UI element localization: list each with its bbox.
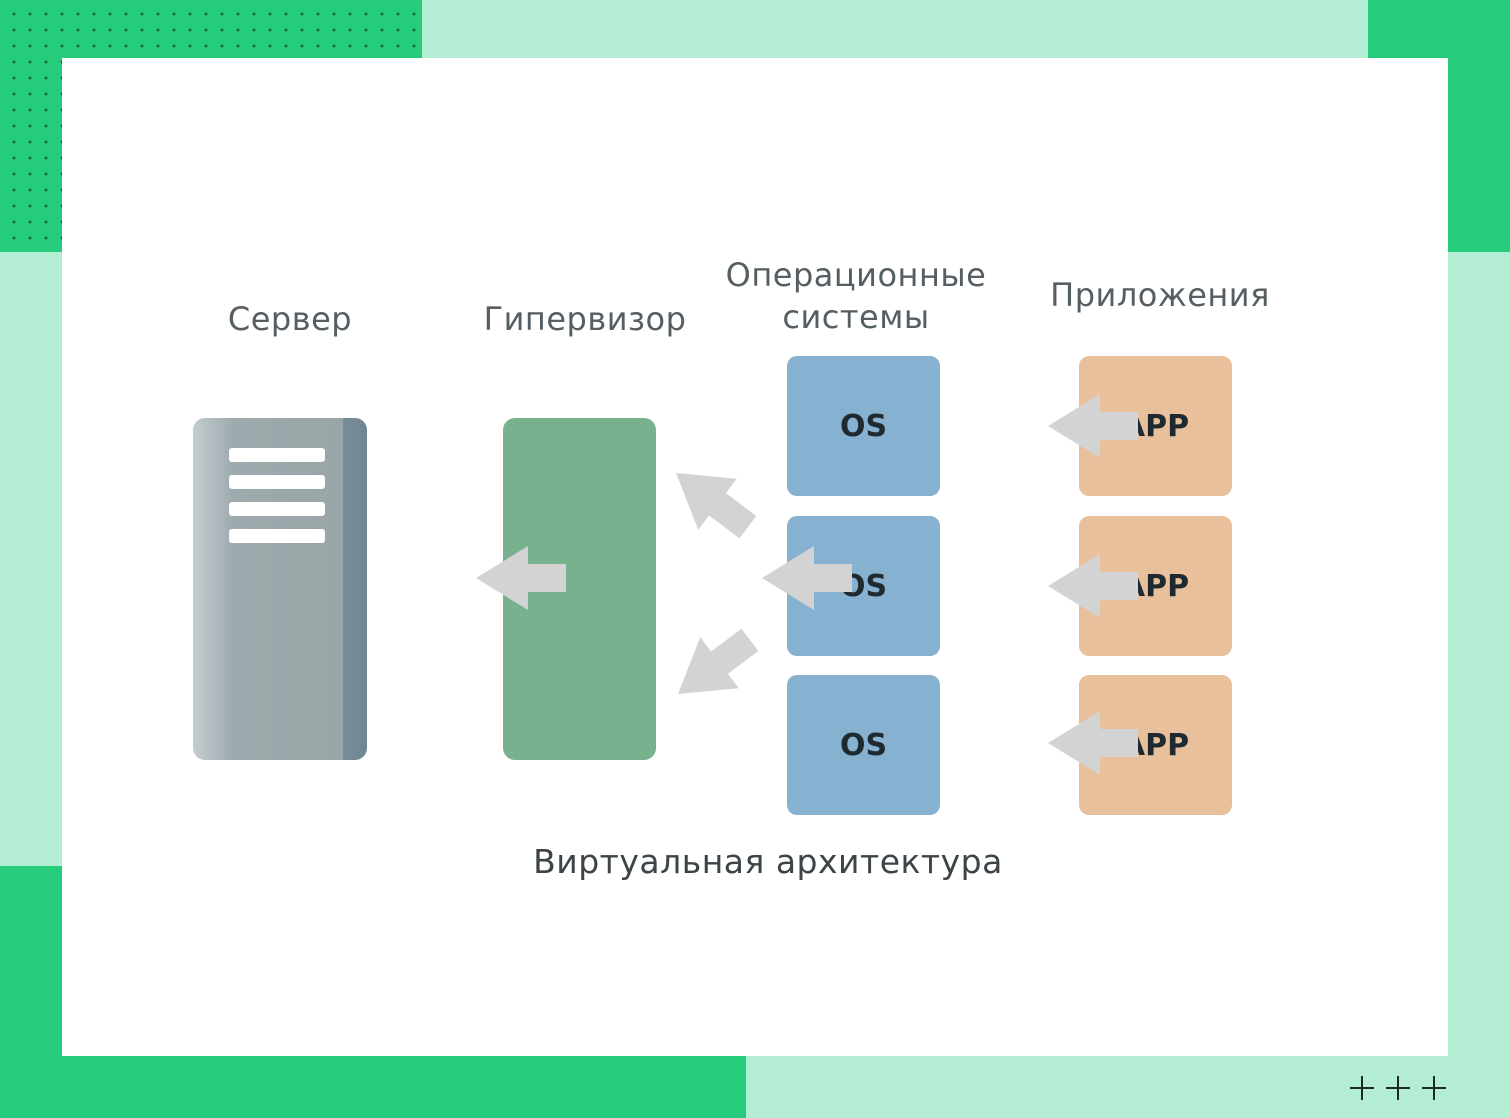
arrow-left-icon <box>1048 711 1138 775</box>
arrow-left-icon <box>1048 554 1138 618</box>
arrow-diagonal-icon <box>656 447 768 553</box>
os-label-line1: Операционные <box>725 256 987 294</box>
diagram-caption: Виртуальная архитектура <box>533 842 1003 881</box>
arrow-diagonal-icon <box>658 614 770 720</box>
server-slot <box>229 529 325 543</box>
server-label: Сервер <box>227 300 353 338</box>
server-slot <box>229 448 325 462</box>
os-box: OS <box>787 675 940 815</box>
server-slot <box>229 502 325 516</box>
hypervisor-label: Гипервизор <box>483 300 687 338</box>
server-icon <box>193 418 367 760</box>
os-box: OS <box>787 356 940 496</box>
os-label-line2: системы <box>782 298 930 336</box>
server-slot <box>229 475 325 489</box>
arrow-left-icon <box>762 546 852 610</box>
plus-decoration <box>1350 1068 1450 1108</box>
os-label: Операционные системы <box>706 254 1006 338</box>
arrow-left-icon <box>1048 394 1138 458</box>
plus-icon <box>1350 1076 1374 1100</box>
apps-label: Приложения <box>1050 276 1270 314</box>
plus-icon <box>1386 1076 1410 1100</box>
arrow-left-icon <box>476 546 566 610</box>
plus-icon <box>1422 1076 1446 1100</box>
